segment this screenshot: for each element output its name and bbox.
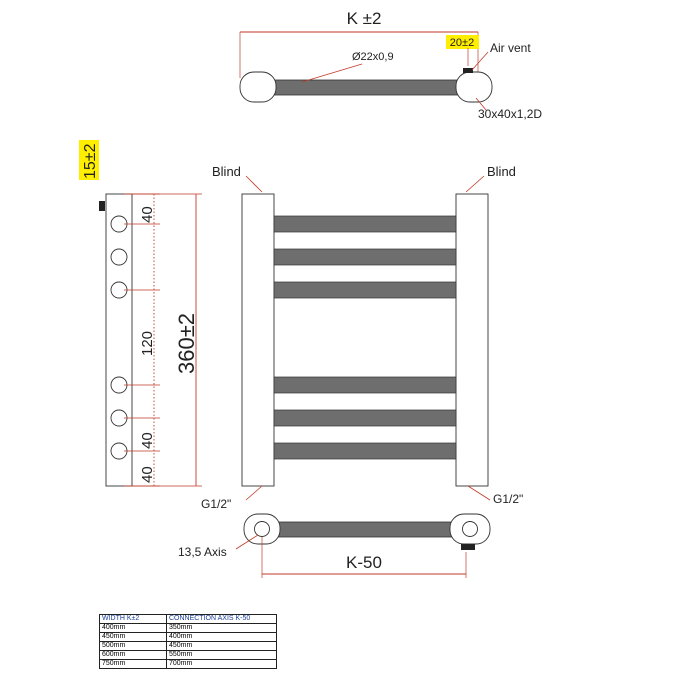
table-cell: 500mm [99, 641, 167, 651]
connection-axis-label: K-50 [346, 553, 382, 572]
table-cell: 600mm [99, 650, 167, 660]
front-tube [273, 215, 457, 233]
table-cell: 750mm [99, 659, 167, 669]
tube-label: Ø22x0,9 [352, 51, 394, 63]
table-header-row: WIDTH K±2 CONNECTION AXIS K-50 [99, 614, 277, 624]
table-row: 500mm 450mm [99, 641, 277, 651]
blind-left-label: Blind [212, 164, 241, 179]
table-cell: 550mm [166, 650, 277, 660]
table-cell: 450mm [166, 641, 277, 651]
side-collector [105, 193, 133, 487]
top-offset-label: 15±2 [82, 143, 99, 179]
axis-label: 13,5 Axis [178, 545, 227, 559]
air-vent-label: Air vent [490, 41, 531, 55]
vent-offset-highlight [446, 35, 479, 49]
collector-leader [475, 97, 487, 111]
top-view: K ±2 Ø22x0,9 20±2 Air vent 30x40x1,2D [239, 9, 542, 121]
blind-right-leader [465, 175, 485, 193]
front-tube [273, 281, 457, 299]
top-collector-right [455, 71, 493, 103]
table-row: 600mm 550mm [99, 650, 277, 660]
bottom-connection-right [462, 521, 478, 537]
front-tube [273, 442, 457, 460]
connection-left-label: G1/2" [201, 497, 231, 511]
spacing-label-top: 40 [139, 206, 156, 223]
front-tube [273, 409, 457, 427]
table-header-width: WIDTH K±2 [99, 614, 167, 624]
table-cell: 400mm [99, 623, 167, 633]
table-row: 450mm 400mm [99, 632, 277, 642]
air-vent-leader [471, 51, 489, 71]
width-label: K ±2 [347, 9, 382, 28]
tube-end [110, 248, 128, 266]
air-vent-knob [463, 68, 473, 73]
table-row: 400mm 350mm [99, 623, 277, 633]
tube-leader [301, 63, 363, 83]
bottom-tube [275, 521, 455, 538]
bottom-connection-left [254, 521, 270, 537]
connection-right-leader [467, 485, 491, 501]
side-tube-ends [110, 215, 128, 460]
spacing-label-middle: 120 [139, 331, 156, 356]
height-label: 360±2 [174, 313, 199, 374]
size-table: WIDTH K±2 CONNECTION AXIS K-50 400mm 350… [99, 614, 277, 669]
top-offset-highlight [79, 140, 99, 180]
table-cell: 350mm [166, 623, 277, 633]
bottom-valve [461, 544, 475, 550]
front-collector-right [455, 193, 489, 487]
table-cell: 450mm [99, 632, 167, 642]
blind-left-leader [245, 175, 263, 193]
blind-right-label: Blind [487, 164, 516, 179]
table-row: 750mm 700mm [99, 659, 277, 669]
table-cell: 400mm [166, 632, 277, 642]
collector-label: 30x40x1,2D [478, 107, 542, 121]
front-tube [273, 248, 457, 266]
top-tube [271, 79, 461, 96]
front-view: Blind Blind G1/2" G1/2" [201, 164, 523, 511]
table-header-axis: CONNECTION AXIS K-50 [166, 614, 277, 624]
connection-left-leader [245, 485, 263, 501]
bottom-view: 13,5 Axis K-50 [178, 513, 491, 578]
vent-offset-label: 20±2 [450, 37, 474, 49]
top-collector-left [239, 71, 277, 103]
side-air-vent [99, 201, 105, 211]
table-cell: 700mm [166, 659, 277, 669]
front-tube [273, 376, 457, 394]
axis-leader [235, 534, 259, 550]
spacing-label-bottom: 40 [139, 466, 156, 483]
spacing-label-lower: 40 [139, 432, 156, 449]
connection-right-label: G1/2" [493, 492, 523, 506]
side-view: 15±2 40 120 40 40 360 [79, 140, 202, 487]
front-collector-left [241, 193, 275, 487]
front-tubes [273, 215, 457, 460]
